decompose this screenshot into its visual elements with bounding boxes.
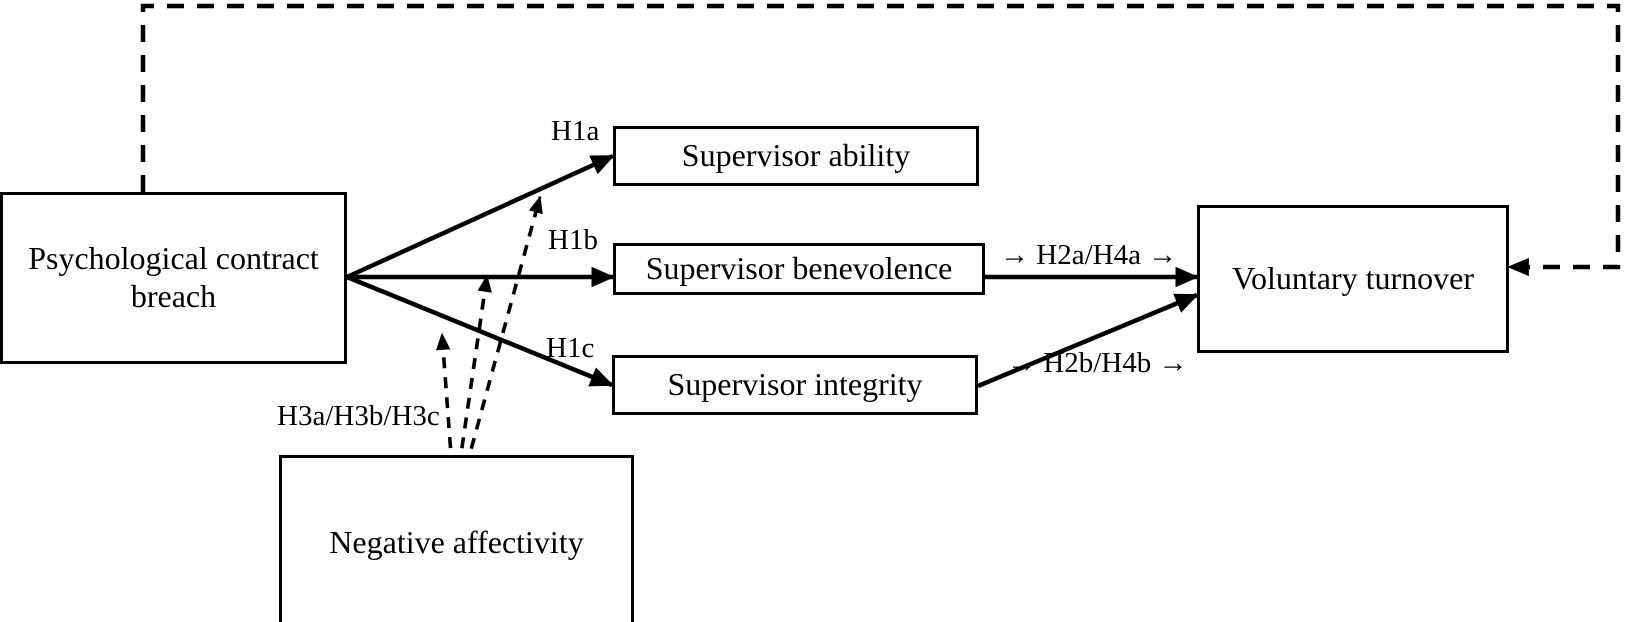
node-voluntary-turnover[interactable]: Voluntary turnover [1197, 205, 1509, 353]
node-label: Supervisor benevolence [645, 250, 953, 287]
edge-label-h1b: H1b [548, 224, 598, 256]
edge-integrity-to-turnover [977, 292, 1199, 389]
edge-affectivity-to-integrity-path [435, 332, 454, 469]
node-label: Negative affectivity [329, 523, 584, 560]
node-negative-affectivity[interactable]: Negative affectivity [279, 455, 634, 622]
edge-label-h1a: H1a [551, 115, 600, 147]
edge-affectivity-to-ability-path [464, 195, 543, 469]
edge-label-h2a-h4a: → H2a/H4a → [1000, 239, 1178, 271]
edge-breach-to-integrity [346, 274, 614, 388]
edge-label-h3a-h3b-h3c: H3a/H3b/H3c [277, 400, 440, 432]
node-supervisor-integrity[interactable]: Supervisor integrity [612, 355, 978, 415]
node-label: Supervisor integrity [667, 366, 923, 403]
node-label: Supervisor ability [681, 137, 911, 174]
node-supervisor-benevolence[interactable]: Supervisor benevolence [613, 243, 985, 295]
edge-breach-to-ability [346, 153, 615, 280]
edge-label-h1c: H1c [546, 332, 595, 364]
node-psychological-contract-breach[interactable]: Psychological contract breach [0, 192, 347, 364]
edge-label-h2b-h4b: → H2b/H4b → [1007, 347, 1188, 379]
node-supervisor-ability[interactable]: Supervisor ability [613, 126, 979, 186]
node-label: Voluntary turnover [1231, 260, 1475, 297]
edge-affectivity-to-benevolence-path [457, 274, 492, 469]
edge-breach-to-turnover-dashed [140, 3, 1621, 277]
node-label: Psychological contract breach [28, 240, 319, 314]
